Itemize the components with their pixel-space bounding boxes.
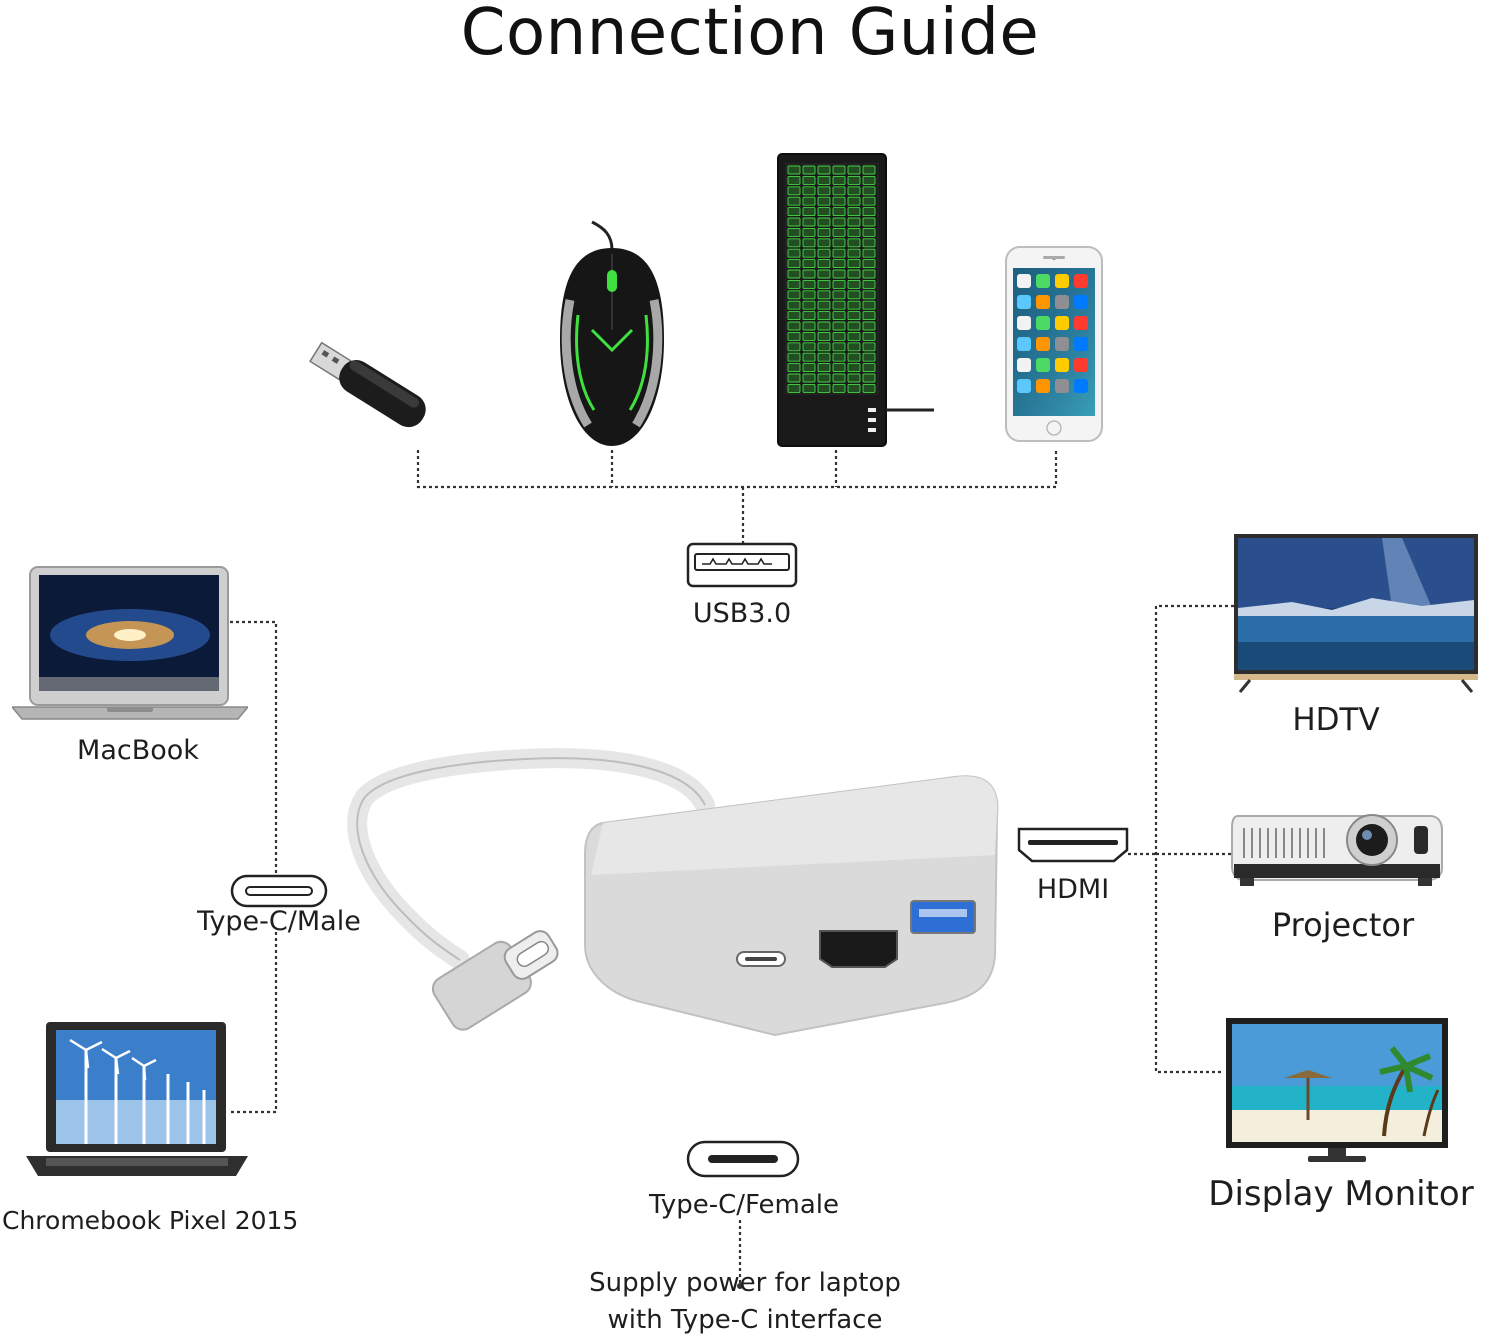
type-c-male-port-icon: [230, 874, 328, 908]
usb-c-hub-adapter: [347, 748, 999, 1037]
power-note-line-2: with Type-C interface: [607, 1305, 883, 1335]
chromebook-icon: [26, 1022, 248, 1176]
chromebook-label: Chromebook Pixel 2015: [2, 1206, 299, 1235]
usb-port-icon: [686, 542, 798, 588]
usb-label: USB3.0: [692, 598, 792, 629]
hdmi-port-icon: [1017, 827, 1129, 863]
projector-label: Projector: [1271, 906, 1415, 944]
keyboard-icon: [777, 153, 934, 447]
power-note-line-1: Supply power for laptop: [589, 1268, 901, 1298]
macbook-label: MacBook: [77, 735, 199, 766]
type-c-female-port-icon: [686, 1140, 800, 1178]
hdtv-label: HDTV: [1292, 702, 1380, 738]
phone-icon: [1005, 246, 1103, 442]
projector-icon: [1231, 814, 1443, 886]
type-c-female-label: Type-C/Female: [648, 1190, 840, 1220]
mouse-icon: [560, 220, 664, 446]
hdtv-icon: [1234, 534, 1478, 693]
macbook-icon: [12, 566, 248, 720]
page-title: Connection Guide: [460, 0, 1040, 70]
display-monitor-icon: [1226, 1018, 1448, 1162]
hdmi-label: HDMI: [1036, 874, 1110, 905]
usb-drive-icon: [309, 341, 426, 428]
display-monitor-label: Display Monitor: [1208, 1174, 1474, 1214]
type-c-male-label: Type-C/Male: [197, 906, 361, 937]
